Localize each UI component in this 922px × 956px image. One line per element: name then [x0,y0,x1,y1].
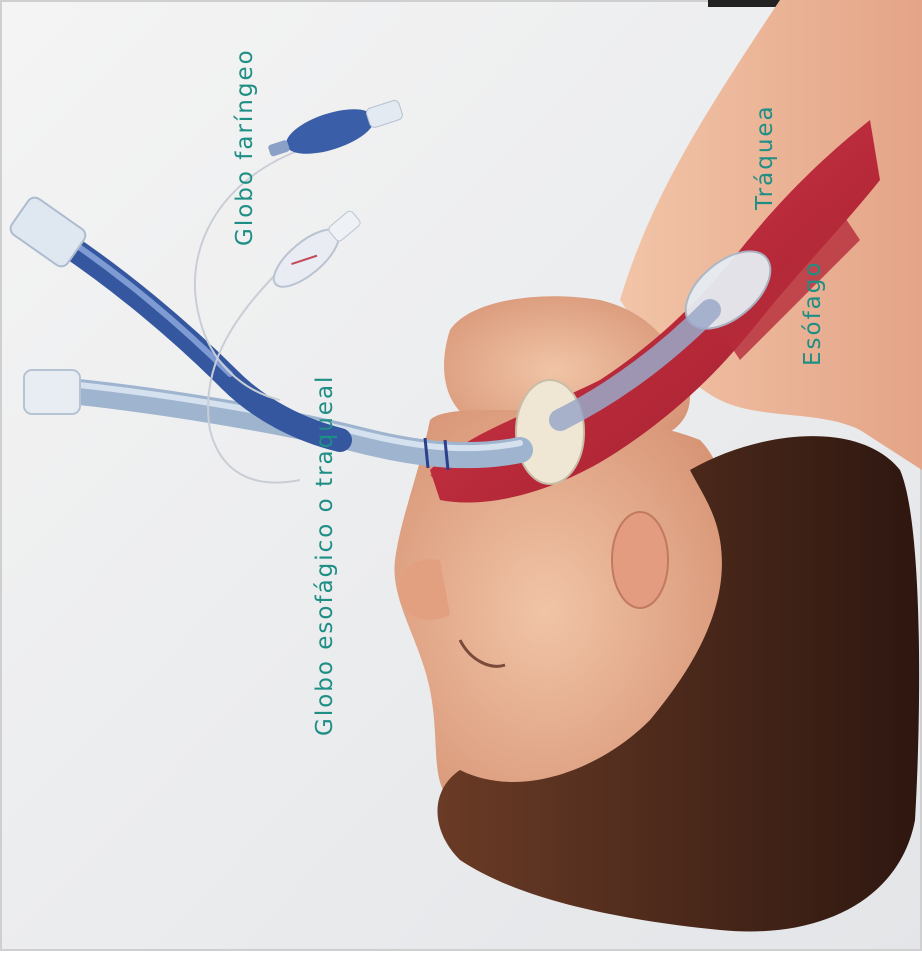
label-traquea: Tráquea [752,104,778,210]
label-globo-esofagico-traqueal: Globo esofágico o traqueal [312,375,338,736]
pharyngeal-cuff [516,380,584,484]
label-globo-faringeo: Globo faríngeo [232,48,258,246]
ear [612,512,668,608]
clear-connector [24,370,80,414]
label-esofago: Esófago [800,261,826,366]
